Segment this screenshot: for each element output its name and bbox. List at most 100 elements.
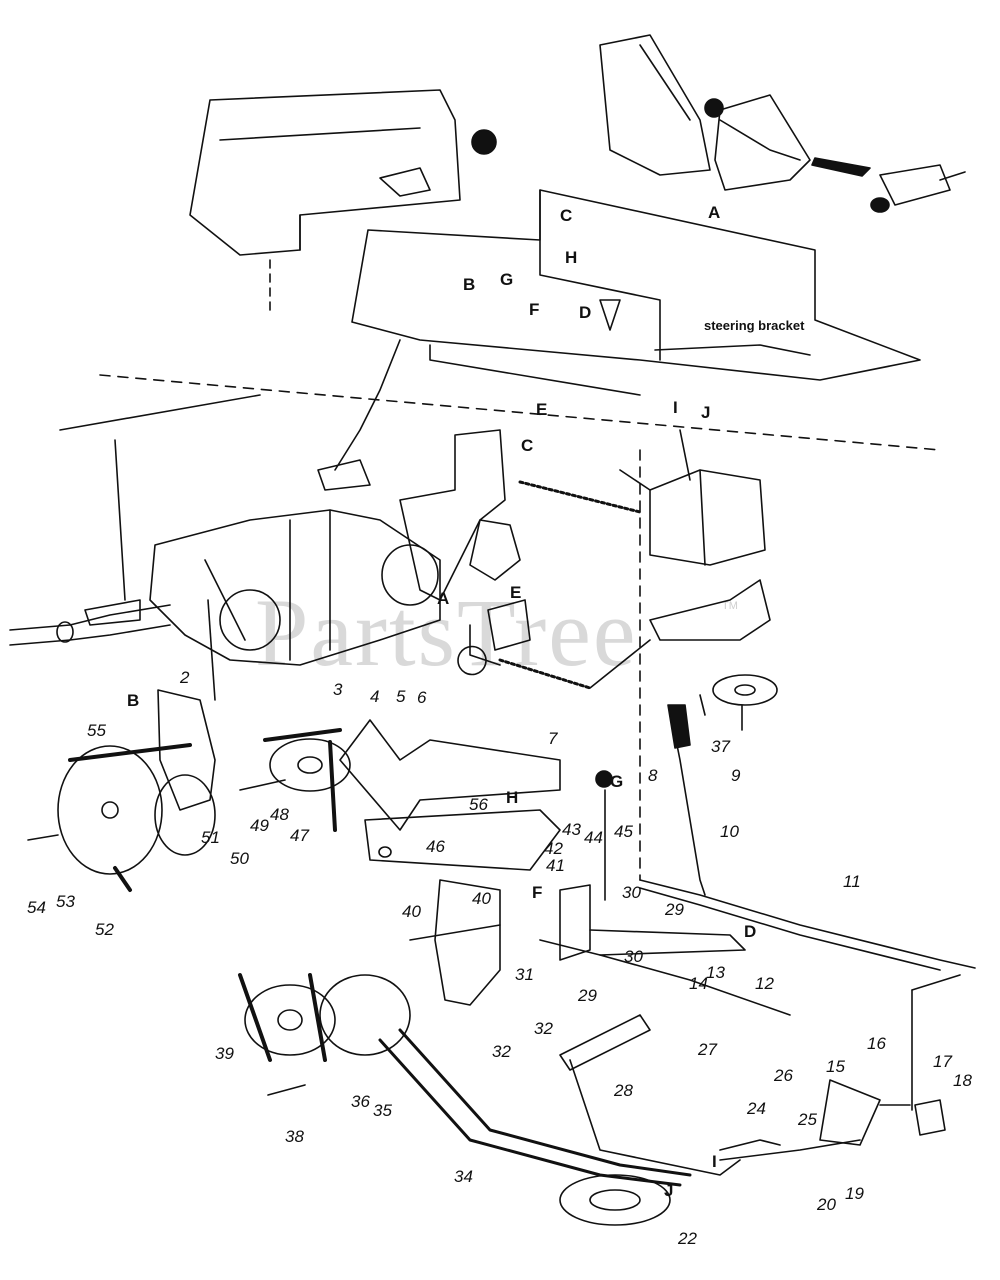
label-letter: I (673, 398, 678, 417)
label-number: 45 (614, 822, 633, 841)
watermark-trademark: TM (722, 600, 738, 612)
label-letter: I (712, 1152, 717, 1171)
label-letter: J (701, 403, 711, 422)
label-number: 46 (426, 837, 445, 856)
label-number: 36 (351, 1092, 370, 1111)
bolt-38 (267, 1084, 306, 1096)
clamp (457, 645, 487, 676)
plate-46 (364, 809, 561, 871)
label-letter: H (506, 788, 519, 807)
label-number: 27 (698, 1040, 717, 1059)
watermark: PartsTree (255, 579, 638, 686)
label-letter: C (521, 436, 534, 455)
label-letter: F (529, 300, 540, 319)
label-number: 10 (720, 822, 739, 841)
label-number: 18 (953, 1071, 972, 1090)
label-number: 26 (774, 1066, 793, 1085)
label-letter: B (127, 691, 140, 710)
label-letter: A (708, 203, 721, 222)
bell-crank (559, 884, 591, 961)
bolt-54 (27, 834, 59, 841)
label-number: 38 (285, 1127, 304, 1146)
label-number: 12 (755, 974, 774, 993)
label-number: 8 (648, 766, 658, 785)
bolt-49 (239, 779, 286, 791)
label-number: 51 (201, 828, 220, 847)
centerline-1 (99, 374, 941, 451)
label-number: 17 (933, 1052, 952, 1071)
bushing-right (870, 197, 890, 213)
label-letter: G (500, 270, 514, 289)
label-number: 14 (689, 974, 708, 993)
label-letter: B (463, 275, 476, 294)
label-number: 20 (817, 1195, 836, 1214)
transmission (149, 509, 521, 666)
spring-lower (498, 658, 592, 690)
label-number: 16 (867, 1034, 886, 1053)
label-number: 32 (534, 1019, 553, 1038)
label-number: 5 (396, 687, 406, 706)
label-number: 9 (731, 766, 741, 785)
label-number: 56 (469, 795, 488, 814)
lever-grip (667, 704, 691, 749)
label-letter: E (536, 400, 548, 419)
label-number: 30 (622, 883, 641, 902)
label-number: 32 (492, 1042, 511, 1061)
knob-g (595, 770, 613, 788)
label-number: 7 (548, 729, 558, 748)
bracket-15 (819, 1079, 881, 1146)
belt-34 (378, 1028, 692, 1226)
spring-upper (518, 480, 642, 514)
label-letter: C (560, 206, 573, 225)
bracket-18 (914, 1099, 946, 1136)
label-number: 19 (845, 1184, 864, 1203)
steering-bracket-note: steering bracket (704, 318, 805, 333)
label-letter: J (664, 1181, 674, 1200)
label-number: 47 (290, 826, 309, 845)
box-bracket (619, 429, 766, 566)
label-number: 28 (614, 1081, 633, 1100)
label-number: 43 (562, 820, 581, 839)
label-number: 49 (250, 816, 269, 835)
label-number: 40 (402, 902, 421, 921)
label-number: 4 (370, 687, 380, 706)
pulley-47 (263, 728, 351, 832)
label-number: 22 (678, 1229, 697, 1248)
label-number: 30 (624, 947, 643, 966)
label-number: 34 (454, 1167, 473, 1186)
label-letter: D (744, 922, 757, 941)
label-letter: G (610, 772, 624, 791)
label-number: 29 (665, 900, 684, 919)
label-number: 55 (87, 721, 106, 740)
label-number: 54 (27, 898, 46, 917)
label-number: 35 (373, 1101, 392, 1120)
frame-plate (351, 189, 921, 396)
arrow-pointer (811, 157, 871, 177)
knob-top-left (471, 129, 497, 155)
label-number: 13 (706, 963, 725, 982)
label-number: 50 (230, 849, 249, 868)
seat-fender-left (189, 89, 461, 256)
pulley-52 (57, 743, 216, 892)
idler-right (649, 579, 778, 731)
label-number: 2 (180, 668, 190, 687)
label-number: 6 (417, 688, 427, 707)
label-number: 31 (515, 965, 534, 984)
label-number: 41 (546, 856, 565, 875)
label-number: 37 (711, 737, 730, 756)
axle-assembly (9, 394, 261, 646)
label-number: 44 (584, 828, 603, 847)
label-number: 52 (95, 920, 114, 939)
bracket-31 (434, 879, 501, 1006)
knob-top-right (704, 98, 724, 118)
label-number: 11 (843, 872, 861, 891)
label-letter: F (532, 883, 543, 902)
label-number: 53 (56, 892, 75, 911)
bracket-c (399, 429, 506, 601)
label-letter: H (565, 248, 578, 267)
fender-right (599, 34, 966, 206)
label-letter: D (579, 303, 592, 322)
bracket-b (157, 689, 216, 811)
